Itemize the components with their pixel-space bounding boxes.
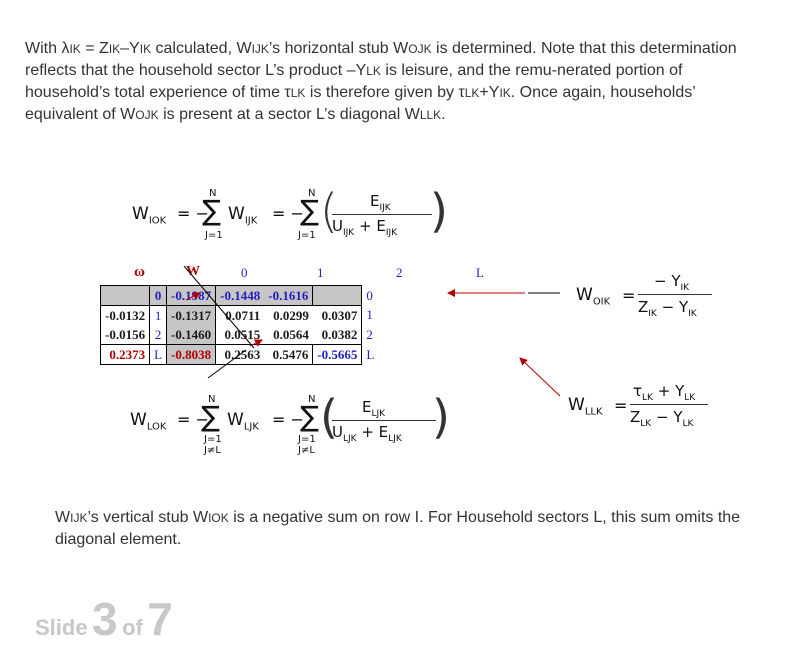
table-cell: 0.0307 xyxy=(312,305,363,325)
formula-wllk: WLLK = τLK + YLK ZLK − YLK xyxy=(568,380,748,440)
slide-current: 3 xyxy=(92,593,118,645)
slide-counter: Slide 3 of 7 xyxy=(35,592,173,646)
slide-label: Slide xyxy=(35,615,88,640)
table-cell: -0.1616 xyxy=(264,285,313,306)
row-index-right: L xyxy=(366,346,375,362)
table-cell: -0.0156 xyxy=(99,325,151,345)
table-cell: 0.0564 xyxy=(273,326,309,342)
table-cell: 0.0711 xyxy=(225,307,261,323)
table-cell: 0.0382 xyxy=(312,325,363,345)
diagonal-line xyxy=(183,265,255,349)
table-cell xyxy=(312,285,363,306)
table-cell: -0.1987 xyxy=(166,285,217,306)
table-cell: -0.1448 xyxy=(215,285,265,306)
formula-woik: WOIK = − YIK ZIK − YIK xyxy=(576,270,736,330)
row-index-right: 0 xyxy=(366,287,373,303)
row-index-right: 2 xyxy=(366,326,373,342)
bottom-note: WIJK’s vertical stub WIOK is a negative … xyxy=(55,509,741,548)
row-index: 1 xyxy=(154,307,162,323)
col-header-L: L xyxy=(476,265,484,280)
table-cell: -0.0132 xyxy=(99,305,151,325)
formula-wiok: WIOK = − N ∑ J=1 WIJK = − N ∑ J=1 ( EIJK… xyxy=(132,184,448,241)
w-label: W xyxy=(186,264,200,279)
table-cell: 0.5476 xyxy=(264,344,313,365)
table-row: -0.0132 1 -0.1317 0.0711 0.0299 0.0307 1 xyxy=(99,305,379,325)
row-index: L xyxy=(149,344,167,365)
table-cell xyxy=(99,285,151,306)
table-cell: -0.5665 xyxy=(312,344,363,365)
table-cell: 0.0299 xyxy=(273,307,309,323)
col-header-1: 1 xyxy=(317,265,324,280)
table-cell: -0.1460 xyxy=(166,325,217,345)
table-cell: -0.1317 xyxy=(166,305,217,325)
table-row: 0 -0.1987 -0.1448 -0.1616 0 xyxy=(99,285,379,306)
table-cell: 0.2373 xyxy=(99,344,151,365)
row-index: 2 xyxy=(154,326,162,342)
col-header-0: 0 xyxy=(241,265,248,280)
col-header-2: 2 xyxy=(396,265,403,280)
row-index: 0 xyxy=(149,285,167,306)
slide-of-label: of xyxy=(122,615,143,640)
slide-total: 7 xyxy=(147,593,173,645)
arrow-wllk xyxy=(519,357,561,397)
formula-wlok: WLOK = − N ∑ J=1 J≠L WLJK = − N ∑ J=1 J≠… xyxy=(130,390,450,456)
row-index-right: 1 xyxy=(366,307,373,323)
table-cell: -0.8038 xyxy=(166,344,217,365)
omega-label: ω xyxy=(134,264,145,280)
intro-paragraph: With λIK = ZIK–YIK calculated, WIJK’s ho… xyxy=(25,40,737,123)
